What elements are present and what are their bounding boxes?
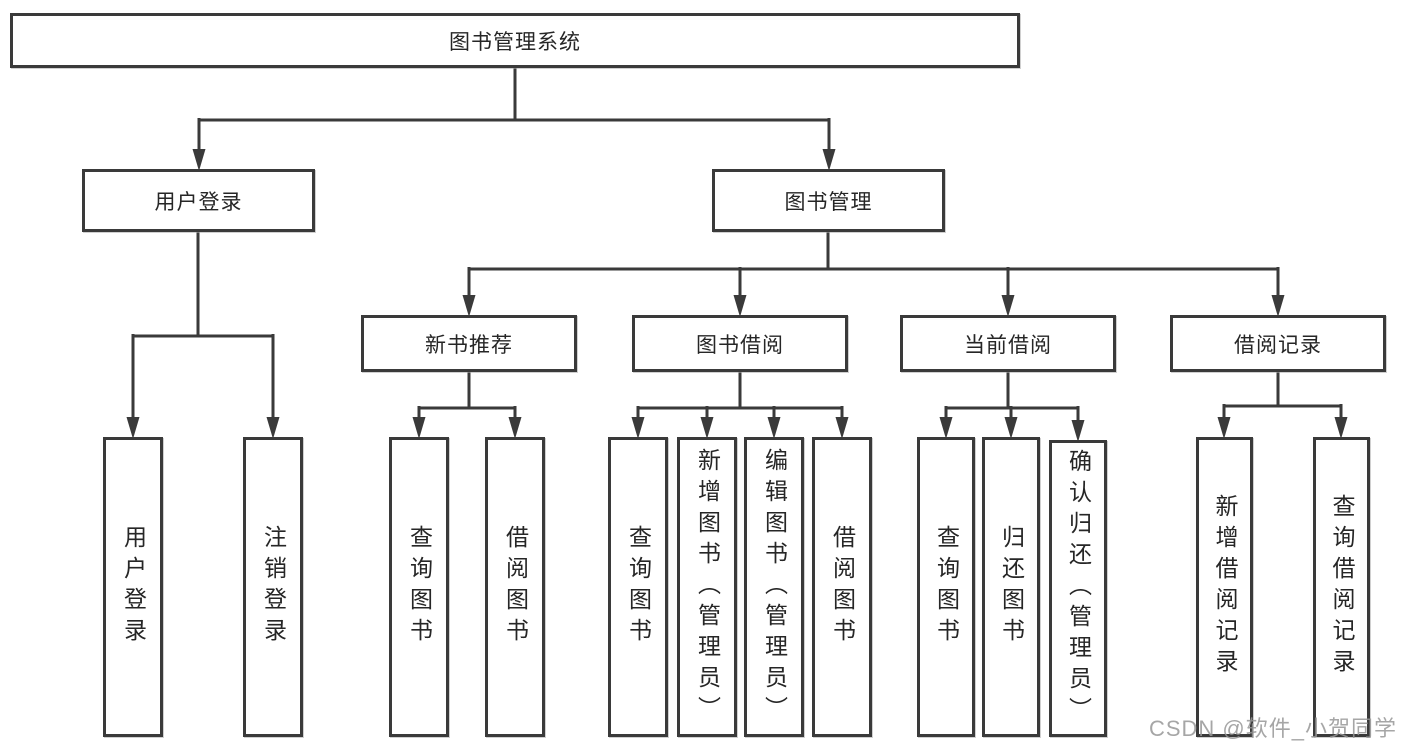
node-leaf-query-books-current-label: 查询图书: [933, 525, 960, 649]
node-book-management: 图书管理: [712, 169, 945, 232]
node-book-management-label: 图书管理: [784, 190, 873, 214]
node-leaf-user-login: 用户登录: [103, 437, 163, 737]
node-leaf-edit-books-admin-label: 编辑图书（管理员）: [761, 447, 788, 727]
node-user-login-module-label: 用户登录: [154, 190, 243, 214]
connector-borrowing-records-children: [1222, 372, 1343, 420]
node-leaf-query-borrow-record: 查询借阅记录: [1313, 437, 1370, 737]
node-leaf-query-books-borrowing: 查询图书: [608, 437, 668, 737]
node-leaf-borrow-books-borrowing: 借阅图书: [812, 437, 872, 737]
connector-book-borrowing-children: [636, 372, 844, 420]
node-leaf-borrow-books-recommend-label: 借阅图书: [502, 525, 529, 649]
node-new-book-recommend-label: 新书推荐: [425, 333, 513, 357]
node-leaf-return-books: 归还图书: [982, 437, 1040, 737]
node-library-system-label: 图书管理系统: [449, 30, 581, 54]
csdn-watermark: CSDN @软件_小贺同学: [1148, 716, 1397, 741]
node-leaf-add-borrow-record-label: 新增借阅记录: [1212, 494, 1238, 680]
node-leaf-query-books-recommend: 查询图书: [389, 437, 449, 737]
node-leaf-add-books-admin: 新增图书（管理员）: [677, 437, 737, 737]
node-leaf-query-books-current: 查询图书: [917, 437, 975, 737]
connector-user-login-children: [131, 232, 275, 420]
node-book-borrowing-label: 图书借阅: [696, 333, 784, 357]
node-leaf-return-books-label: 归还图书: [998, 525, 1025, 649]
node-user-login-module: 用户登录: [82, 169, 315, 232]
node-leaf-logout: 注销登录: [243, 437, 303, 737]
node-new-book-recommend: 新书推荐: [361, 315, 577, 372]
node-leaf-confirm-return-admin-label: 确认归还（管理员）: [1065, 449, 1092, 728]
arrowheads: [126, 149, 1348, 442]
node-leaf-confirm-return-admin: 确认归还（管理员）: [1049, 440, 1107, 737]
node-leaf-logout-label: 注销登录: [260, 525, 287, 649]
node-leaf-query-borrow-record-label: 查询借阅记录: [1329, 494, 1355, 680]
node-current-borrowing: 当前借阅: [900, 315, 1116, 372]
node-leaf-query-books-recommend-label: 查询图书: [406, 525, 433, 649]
node-current-borrowing-label: 当前借阅: [964, 333, 1052, 357]
node-leaf-borrow-books-borrowing-label: 借阅图书: [829, 525, 856, 649]
node-leaf-add-books-admin-label: 新增图书（管理员）: [694, 447, 721, 727]
connector-root-to-level2: [197, 68, 831, 152]
node-book-borrowing: 图书借阅: [632, 315, 848, 372]
node-borrowing-records-label: 借阅记录: [1234, 333, 1322, 357]
node-leaf-add-borrow-record: 新增借阅记录: [1196, 437, 1253, 737]
node-leaf-borrow-books-recommend: 借阅图书: [485, 437, 545, 737]
connector-current-borrowing-children: [944, 372, 1080, 422]
node-borrowing-records: 借阅记录: [1170, 315, 1386, 372]
node-library-system: 图书管理系统: [10, 13, 1020, 68]
node-leaf-query-books-borrowing-label: 查询图书: [625, 525, 652, 649]
connector-new-book-children: [417, 372, 517, 420]
node-leaf-edit-books-admin: 编辑图书（管理员）: [744, 437, 804, 737]
connector-book-management-children: [467, 232, 1280, 298]
node-leaf-user-login-label: 用户登录: [120, 525, 147, 649]
